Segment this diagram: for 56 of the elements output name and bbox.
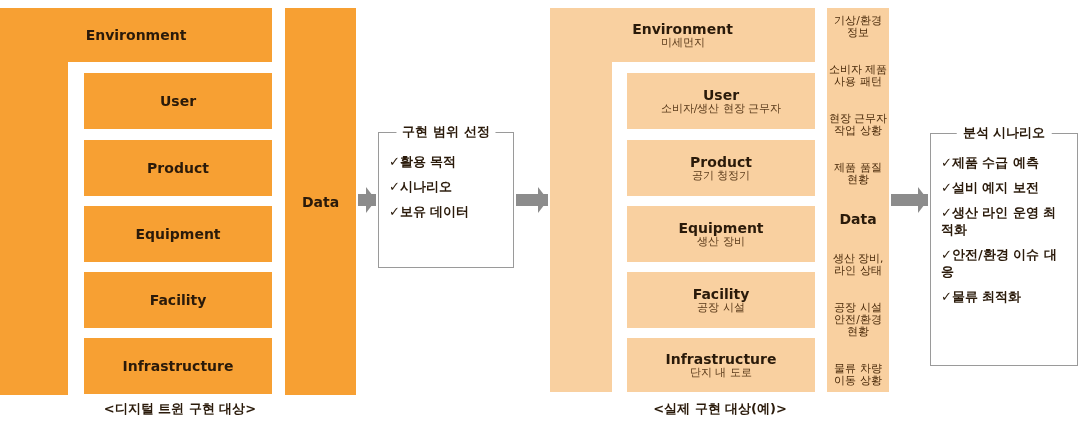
layer-bar	[627, 140, 815, 196]
layer-note: 공기 청정기	[690, 170, 752, 182]
layer-bar	[84, 206, 272, 262]
layer-title: Infrastructure	[664, 351, 778, 367]
check-item: ✓활용 목적	[389, 153, 458, 170]
data-note: 기상/환경 정보	[833, 14, 883, 38]
layer-title: Facility	[148, 292, 208, 308]
check-item: ✓보유 데이터	[389, 203, 471, 220]
layer-title: Equipment	[134, 226, 222, 242]
check-item: ✓안전/환경 이슈 대응	[941, 246, 1058, 280]
data-note: 물류 차량 이동 상황	[833, 362, 883, 386]
data-note: 소비자 제품 사용 패턴	[828, 63, 888, 88]
layer-bar	[627, 73, 815, 129]
data-column	[827, 8, 889, 392]
layer-title: Infrastructure	[121, 358, 235, 374]
block-arrow	[358, 187, 376, 213]
data-note: Data	[838, 210, 878, 227]
layer-note: 공장 시설	[697, 302, 745, 314]
check-item: ✓생산 라인 운영 최적화	[941, 204, 1058, 238]
data-note: 생산 장비, 라인 상태	[831, 251, 885, 276]
layer-title: Equipment	[677, 220, 765, 236]
data-note: 제품 품질 현황	[833, 161, 883, 186]
layer-title: Environment	[631, 21, 734, 37]
data-note: 공장 시설 안전/환경 현황	[833, 300, 883, 337]
layer-title: Data	[300, 193, 341, 210]
layer-title: Facility	[691, 286, 751, 302]
block-arrow	[891, 187, 928, 213]
box-heading: 분석 시나리오	[956, 124, 1052, 142]
check-item: ✓시나리오	[389, 178, 453, 195]
layer-title: Environment	[84, 27, 188, 43]
layer-title: Product	[689, 154, 753, 170]
layer-note: 단지 내 도로	[689, 367, 753, 379]
box-heading: 구현 범위 선정	[396, 123, 496, 141]
corner-block	[550, 8, 815, 392]
layer-title: Product	[146, 160, 210, 176]
layer-bar	[84, 338, 272, 394]
layer-bar	[627, 206, 815, 262]
layer-bar	[627, 272, 815, 328]
layer-title: User	[158, 93, 198, 109]
block-arrow	[516, 187, 548, 213]
layer-bar	[84, 140, 272, 196]
caption: <디지털 트윈 구현 대상>	[103, 400, 257, 418]
layer-bar	[84, 272, 272, 328]
check-item: ✓물류 최적화	[941, 288, 1023, 305]
layer-bar	[627, 338, 815, 392]
layer-title: User	[701, 87, 741, 103]
layer-note: 생산 장비	[696, 236, 745, 248]
layer-note: 미세먼지	[659, 37, 706, 49]
layer-note: 소비자/생산 현장 근무자	[659, 103, 783, 115]
check-item: ✓제품 수급 예측	[941, 154, 1040, 171]
corner-block	[0, 8, 272, 395]
caption: <실제 구현 대상(예)>	[653, 400, 787, 418]
data-note: 현장 근무자 작업 상황	[828, 112, 888, 137]
layer-bar	[84, 73, 272, 129]
layer-bar	[285, 8, 356, 395]
check-item: ✓설비 예지 보전	[941, 179, 1040, 196]
